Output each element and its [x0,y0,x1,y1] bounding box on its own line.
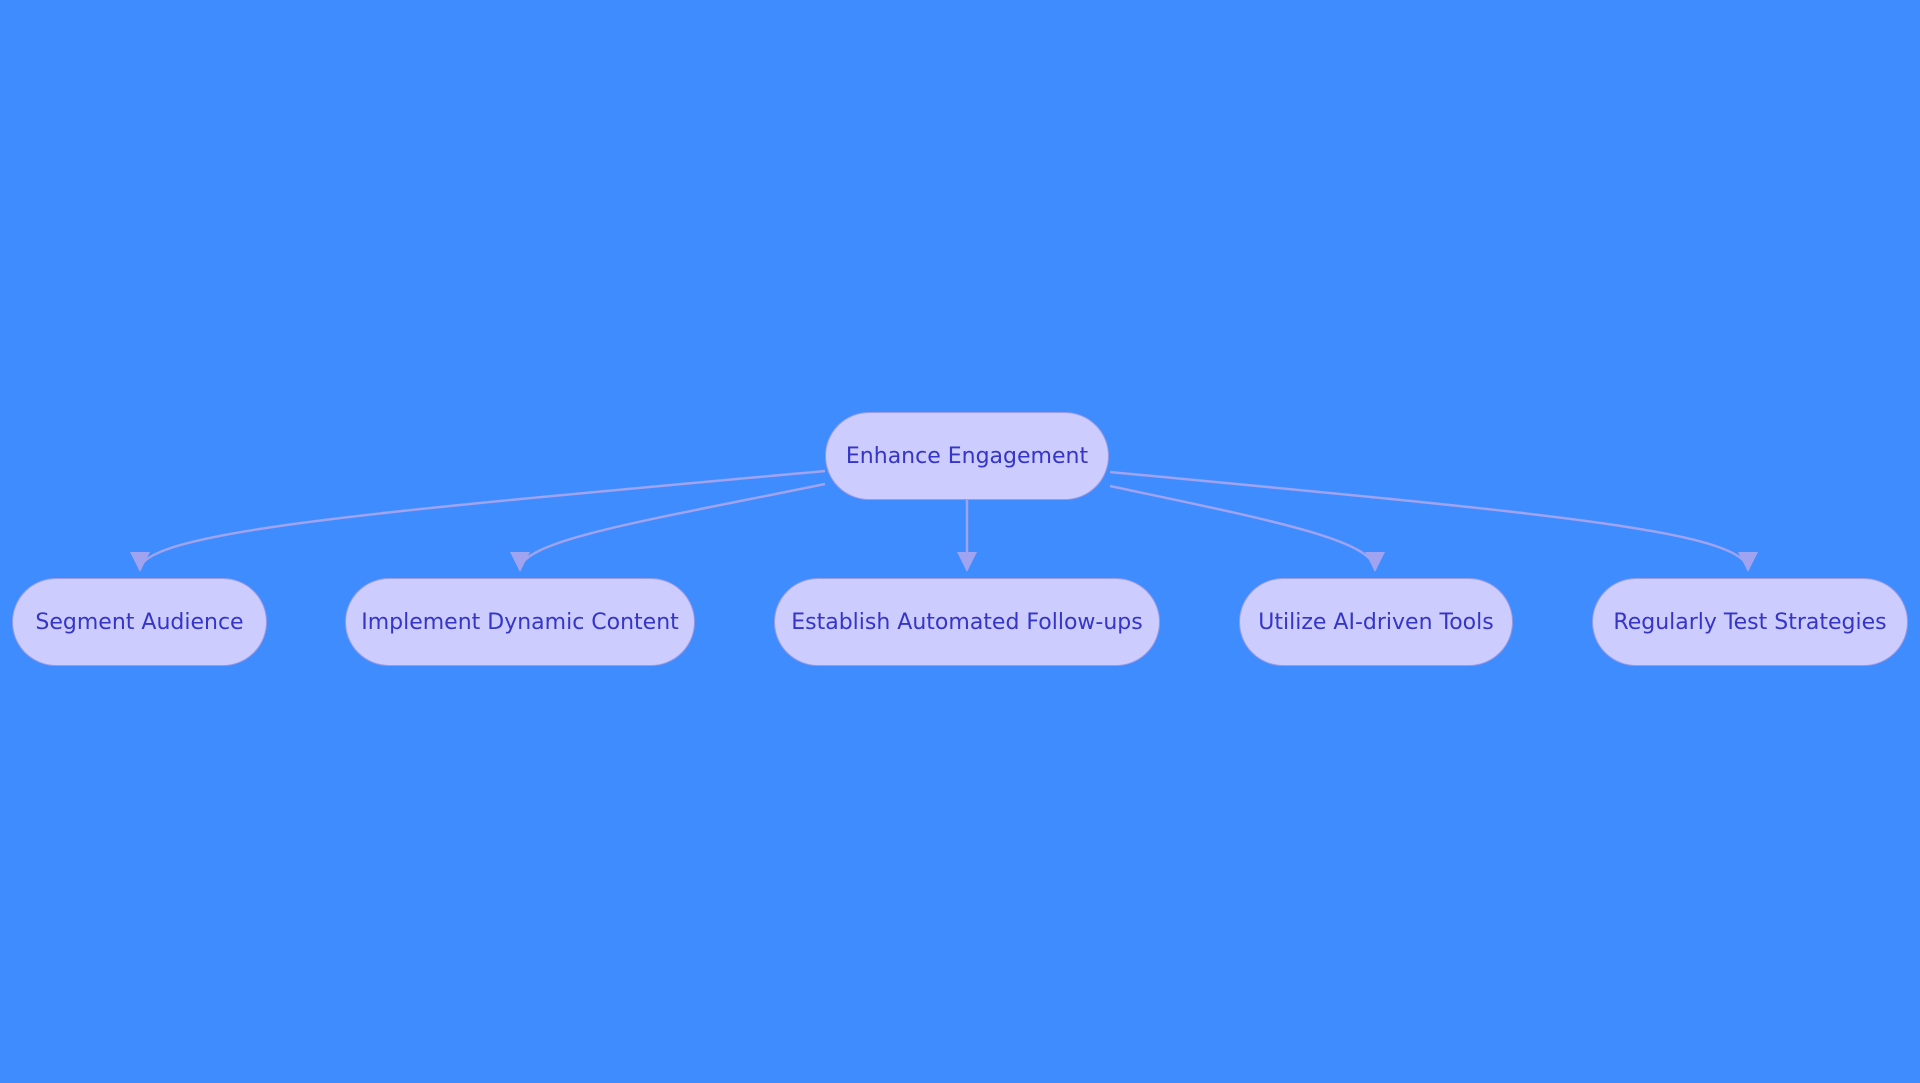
child-node-implement-dynamic-content: Implement Dynamic Content [345,578,695,666]
child-node-regularly-test-strategies: Regularly Test Strategies [1592,578,1908,666]
child-node-label: Regularly Test Strategies [1613,609,1887,635]
edge-implement-dynamic-content [510,482,826,572]
child-node-utilize-ai-driven-tools: Utilize AI-driven Tools [1239,578,1513,666]
edge-segment-audience [130,469,826,572]
root-node-label: Enhance Engagement [845,443,1089,469]
edge-utilize-ai-driven-tools [1109,484,1385,572]
child-node-establish-automated-follow-ups: Establish Automated Follow-ups [774,578,1160,666]
child-node-label: Segment Audience [35,609,244,635]
child-node-segment-audience: Segment Audience [12,578,267,666]
root-node: Enhance Engagement [825,412,1109,500]
child-node-label: Utilize AI-driven Tools [1258,609,1494,635]
edge-regularly-test-strategies [1109,470,1758,572]
child-node-label: Establish Automated Follow-ups [791,609,1143,635]
child-node-label: Implement Dynamic Content [361,609,679,635]
